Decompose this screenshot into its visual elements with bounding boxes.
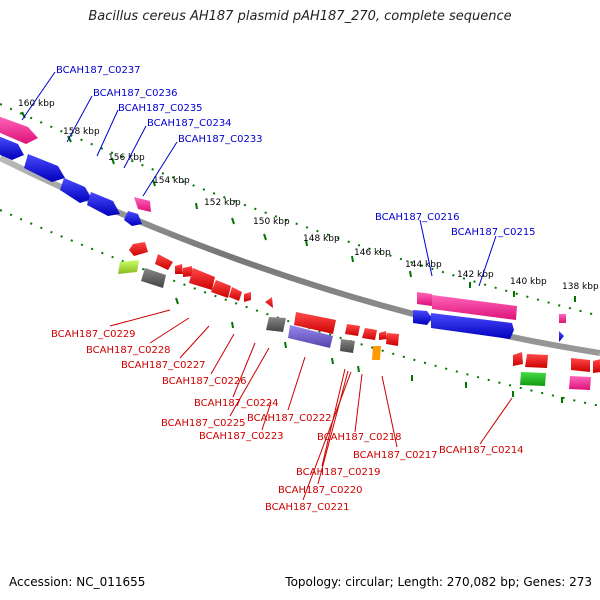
gene-label: BCAH187_C0218 [317, 432, 402, 443]
accession-label: Accession: NC_011655 [9, 575, 146, 589]
gene-r11 [345, 324, 360, 336]
gene-r15 [513, 352, 523, 366]
gene-gray1 [141, 268, 166, 288]
gene-r5 [189, 268, 215, 290]
gene-label: BCAH187_C0224 [194, 398, 279, 409]
gene-r3 [175, 264, 183, 274]
gene-label: BCAH187_C0222 [247, 413, 332, 424]
gene-r4 [183, 266, 193, 277]
gene-orange [372, 346, 381, 360]
gene-c0216b [413, 310, 432, 325]
tick-label: 138 kbp [562, 282, 599, 292]
gene-r6 [211, 280, 231, 298]
gene-label: BCAH187_C0219 [296, 467, 381, 478]
gene-label: BCAH187_C0223 [199, 431, 284, 442]
gene-label: BCAH187_C0228 [86, 345, 171, 356]
tick-label: 146 kbp [354, 248, 391, 258]
gene-c0233 [87, 192, 120, 216]
gene-r1 [129, 242, 148, 256]
gene-gray2 [266, 317, 286, 332]
gene-label: BCAH187_C0235 [118, 103, 203, 114]
gene-label: BCAH187_C0226 [162, 376, 247, 387]
gene-r18 [593, 359, 600, 373]
tick-labels: 160 kbp 158 kbp 156 kbp 154 kbp 152 kbp … [18, 99, 599, 292]
gene-c0216 [417, 292, 432, 306]
gene-small-blue [124, 211, 142, 226]
tick-label: 148 kbp [303, 234, 340, 244]
gene-c0214 [520, 372, 546, 386]
gene-label: BCAH187_C0225 [161, 418, 246, 429]
gene-label: BCAH187_C0237 [56, 65, 141, 76]
gene-gray3 [340, 339, 355, 353]
gene-r10 [294, 312, 336, 334]
forward-strand-genes [0, 116, 566, 342]
gene-label: BCAH187_C0234 [147, 118, 232, 129]
callouts-bottom [109, 309, 513, 501]
gene-label: BCAH187_C0215 [451, 227, 536, 238]
gene-r17 [571, 358, 590, 372]
tick-label: 142 kbp [457, 270, 494, 280]
gene-mag-bottom [569, 376, 591, 390]
gene-small-blue2 [559, 331, 564, 342]
tick-label: 152 kbp [204, 198, 241, 208]
reverse-strand-genes [118, 242, 600, 390]
gene-label: BCAH187_C0221 [265, 502, 350, 513]
tick-label: 160 kbp [18, 99, 55, 109]
topology-summary: Topology: circular; Length: 270,082 bp; … [285, 575, 592, 589]
gene-label: BCAH187_C0233 [178, 134, 263, 145]
tick-label: 150 kbp [253, 217, 290, 227]
gene-c0215b [431, 313, 514, 339]
tick-label: 154 kbp [153, 176, 190, 186]
gene-labels-top: BCAH187_C0237 BCAH187_C0236 BCAH187_C023… [56, 65, 536, 238]
gene-label: BCAH187_C0217 [353, 450, 438, 461]
gene-r13 [379, 331, 387, 340]
tick-label: 156 kbp [108, 153, 145, 163]
gene-label: BCAH187_C0227 [121, 360, 206, 371]
gene-c0235 [24, 154, 65, 182]
callouts-top [21, 71, 497, 287]
gene-label: BCAH187_C0214 [439, 445, 524, 456]
major-ticks-top [21, 111, 576, 302]
gene-purple [288, 325, 333, 348]
gene-c0215 [432, 295, 517, 320]
tick-label: 140 kbp [510, 277, 547, 287]
gene-r12 [362, 328, 377, 340]
gene-label: BCAH187_C0220 [278, 485, 363, 496]
gene-r9 [265, 297, 273, 308]
gene-label: BCAH187_C0236 [93, 88, 178, 99]
gene-c0234 [60, 178, 92, 203]
gene-labels-bottom: BCAH187_C0229 BCAH187_C0228 BCAH187_C022… [51, 329, 524, 513]
gene-r7 [229, 287, 242, 301]
major-ticks-bottom [175, 297, 563, 403]
gene-label: BCAH187_C0216 [375, 212, 460, 223]
map-title: Bacillus cereus AH187 plasmid pAH187_270… [88, 9, 512, 24]
gene-small-mag [134, 197, 151, 212]
gene-label: BCAH187_C0229 [51, 329, 136, 340]
gene-r14 [386, 333, 399, 346]
gene-c0229 [118, 260, 139, 274]
gene-c0236 [0, 136, 24, 160]
gene-r2 [155, 254, 173, 270]
gene-small-mag2 [559, 314, 566, 323]
gene-c0237 [0, 116, 38, 144]
gene-r16 [525, 354, 548, 368]
gene-r8 [244, 292, 251, 302]
tick-label: 144 kbp [405, 260, 442, 270]
tick-label: 158 kbp [63, 127, 100, 137]
